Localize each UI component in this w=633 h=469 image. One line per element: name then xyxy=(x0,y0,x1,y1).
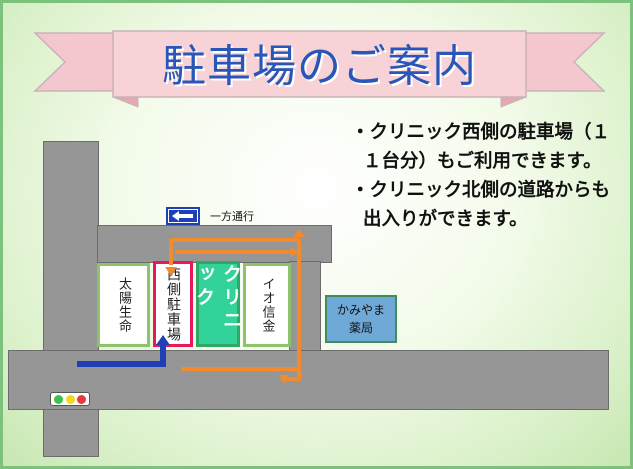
pharmacy-name-line1: かみやま xyxy=(336,303,385,317)
road-north xyxy=(97,225,332,263)
one-way-label: 一方通行 xyxy=(210,210,254,223)
parking-notes: ・クリニック西側の駐車場（１１台分）もご利用できます。 ・クリニック北側の道路か… xyxy=(343,118,628,234)
building-kamiyama-pharmacy: かみやま 薬局 xyxy=(325,295,397,343)
traffic-signal xyxy=(50,392,90,406)
note-north-road: ・クリニック北側の道路からも出入りができます。 xyxy=(351,180,611,230)
pharmacy-name-line2: 薬局 xyxy=(348,321,373,335)
road-east-connector xyxy=(289,261,321,353)
building-clinic: クリニック xyxy=(193,261,242,347)
building-taiyo-seimei: 太陽生命 xyxy=(97,263,150,347)
road-south-main xyxy=(8,350,609,410)
note-west-parking: ・クリニック西側の駐車場（１１台分）もご利用できます。 xyxy=(351,122,611,172)
west-parking-lot: 西側駐車場 xyxy=(153,261,193,347)
signal-red-lamp xyxy=(77,394,87,404)
title-banner xyxy=(33,30,606,108)
left-arrow-icon xyxy=(172,211,193,221)
one-way-sign xyxy=(166,207,200,225)
signal-green-lamp xyxy=(53,394,63,404)
building-io-shinkin: イオ信金 xyxy=(243,263,291,347)
page-title: 駐車場のご案内 xyxy=(162,41,477,92)
signal-yellow-lamp xyxy=(65,394,75,404)
